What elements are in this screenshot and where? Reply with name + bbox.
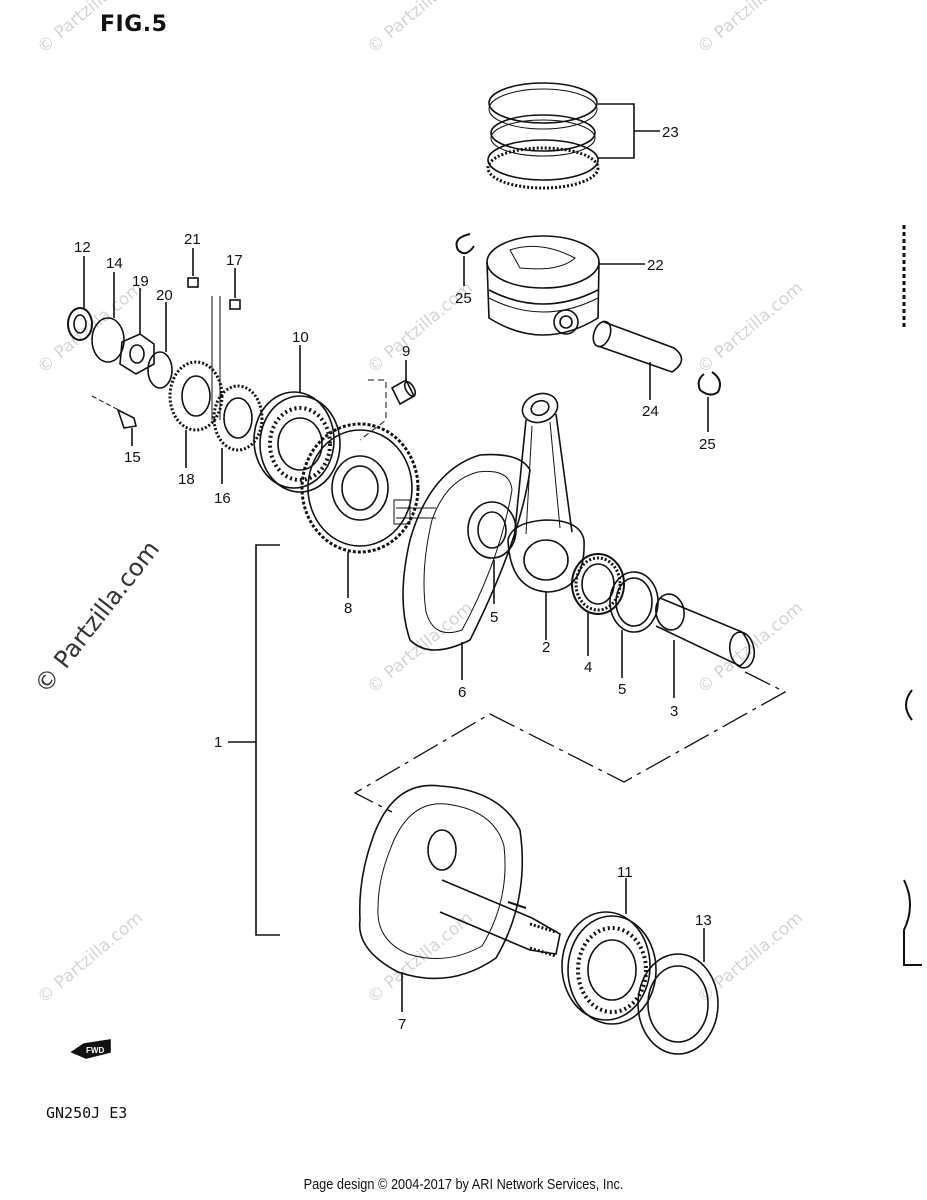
callout-25: 25 [699,436,716,453]
callout-19: 19 [132,273,149,290]
balancer-drive-gear [168,360,224,432]
callout-23: 23 [662,124,679,141]
callout-5: 5 [490,609,498,626]
key [187,277,199,288]
callout-13: 13 [695,912,712,929]
callout-labels: 1 2 3 4 5 5 6 7 8 9 10 11 12 13 14 15 16… [74,124,716,1033]
main-bearing-right [561,911,657,1025]
callout-22: 22 [647,257,664,274]
forward-arrow-icon: FWD [70,1039,111,1059]
cam-drive-gear [212,384,264,452]
crank-pin [655,593,756,669]
model-code: GN250J E3 [46,1104,128,1122]
callout-5: 5 [618,681,626,698]
primary-drive-gear [300,422,420,554]
callout-16: 16 [214,490,231,507]
callout-3: 3 [670,703,678,720]
callout-8: 8 [344,600,352,617]
fwd-label: FWD [86,1046,104,1055]
lock-washer [91,317,125,363]
callout-11: 11 [617,864,633,881]
callout-7: 7 [398,1016,406,1033]
callout-6: 6 [458,684,466,701]
washer [147,351,173,389]
connecting-rod [507,392,585,593]
leader-line [598,103,635,159]
circlip [697,371,721,396]
circlip [455,233,475,255]
callout-10: 10 [292,329,309,346]
figure-title: FIG.5 [100,12,168,37]
nut-hole [129,344,145,364]
callout-21: 21 [184,231,201,248]
oil-seal [67,307,93,341]
scan-edge [903,879,922,966]
callout-14: 14 [106,255,123,272]
callout-25: 25 [455,290,472,307]
callout-2: 2 [542,639,550,656]
callout-9: 9 [402,343,410,360]
page-footer: Page design © 2004-2017 by ARI Network S… [303,1176,624,1193]
scan-edge [905,689,913,721]
callout-17: 17 [226,252,243,269]
dash-guide [91,395,131,417]
oil-seal-inner [73,314,87,334]
piston-pin [592,320,683,373]
callout-12: 12 [74,239,91,256]
callout-15: 15 [124,449,141,466]
callout-20: 20 [156,287,173,304]
thrust-washer [609,571,659,633]
assembly-guide [353,671,787,813]
screw [116,408,137,429]
callout-24: 24 [642,403,659,420]
oil-seal-right [637,953,719,1055]
callout-4: 4 [584,659,592,676]
nut [119,333,155,375]
callout-1: 1 [214,734,222,751]
thrust-washer-inner [615,577,653,627]
piston [486,235,600,336]
dash-guide [359,379,387,441]
assembly-bracket [255,544,280,936]
callout-18: 18 [178,471,195,488]
key [229,299,241,310]
locating-pin [390,378,417,406]
piston-rings [486,82,600,190]
crank-flywheel-right [358,784,561,980]
